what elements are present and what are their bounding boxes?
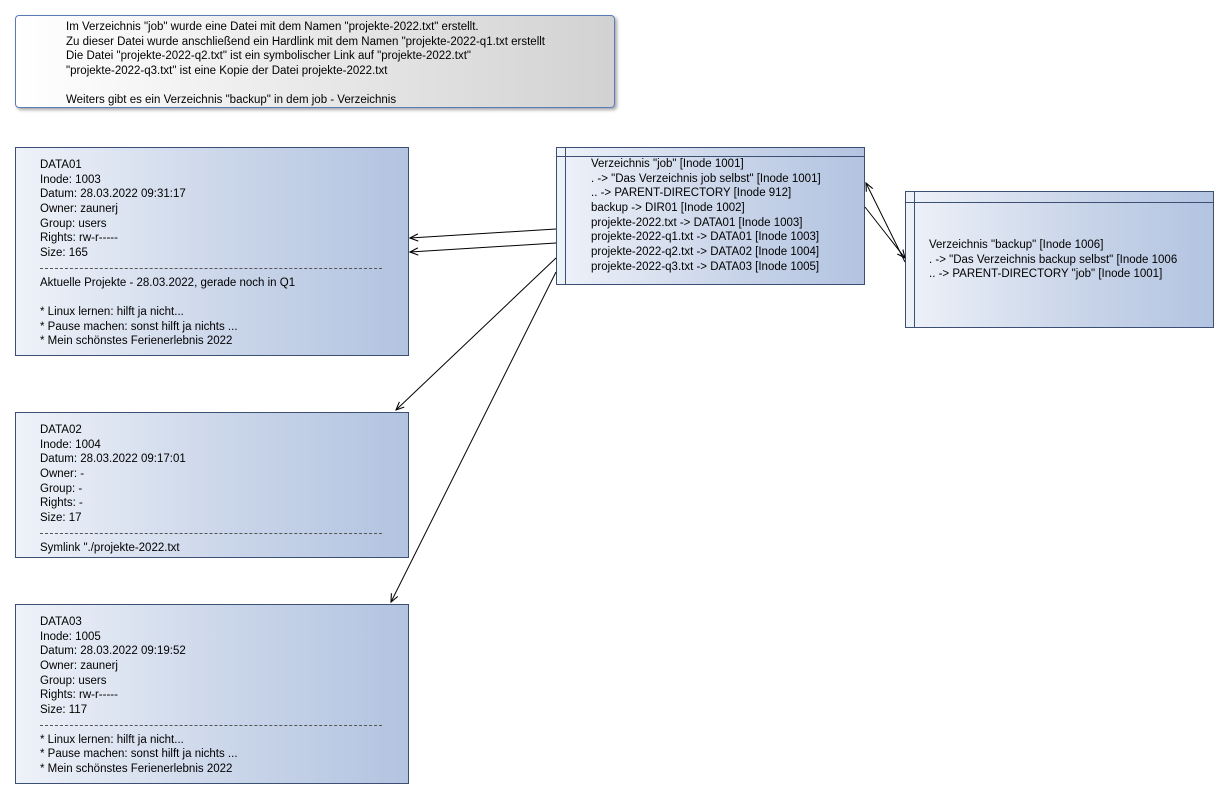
note-line: Im Verzeichnis "job" wurde eine Datei mi…: [66, 21, 479, 33]
date-field: Datum: 28.03.2022 09:19:52: [40, 645, 186, 658]
owner-field: Owner: -: [40, 468, 85, 481]
directory-entry: .. -> PARENT-DIRECTORY "job" [Inode 1001…: [929, 268, 1163, 281]
rights-field: Rights: -: [40, 497, 83, 510]
directory-backup-block[interactable]: Verzeichnis "backup" [Inode 1006] . -> "…: [905, 191, 1214, 328]
note-line: "projekte-2022-q3.txt" ist eine Kopie de…: [66, 65, 388, 78]
content-line: * Pause machen: sonst hilft ja nichts ..…: [40, 748, 238, 761]
group-field: Group: users: [40, 217, 107, 230]
directory-entry: projekte-2022-q1.txt -> DATA01 [Inode 10…: [591, 231, 820, 244]
content-line: Aktuelle Projekte - 28.03.2022, gerade n…: [40, 276, 296, 289]
inode-field: Inode: 1003: [40, 173, 101, 186]
group-field: Group: -: [40, 482, 83, 495]
content-line: Symlink "./projekte-2022.txt: [40, 541, 180, 554]
inode-field: Inode: 1004: [40, 438, 101, 451]
directory-entry: backup -> DIR01 [Inode 1002]: [591, 202, 745, 215]
content-separator: [40, 526, 408, 541]
directory-entry: . -> "Das Verzeichnis job selbst" [Inode…: [591, 172, 821, 185]
parent-link-arrow: [866, 183, 906, 263]
directory-title: Verzeichnis "backup" [Inode 1006]: [929, 239, 1104, 251]
rights-field: Rights: rw-r-----: [40, 689, 118, 702]
description-note: Im Verzeichnis "job" wurde eine Datei mi…: [15, 15, 615, 108]
block-title: DATA01: [40, 159, 82, 171]
content-line: * Linux lernen: hilft ja nicht...: [40, 305, 184, 318]
data03-block[interactable]: DATA03 Inode: 1005 Datum: 28.03.2022 09:…: [15, 604, 409, 784]
size-field: Size: 117: [40, 704, 88, 717]
block-title: DATA02: [40, 424, 82, 436]
date-field: Datum: 28.03.2022 09:31:17: [40, 188, 186, 201]
content-line: * Mein schönstes Ferienerlebnis 2022: [40, 335, 233, 348]
divider: [565, 148, 566, 284]
owner-field: Owner: zaunerj: [40, 203, 118, 216]
group-field: Group: users: [40, 674, 107, 687]
content-separator: [40, 261, 408, 276]
content-separator: [40, 718, 408, 733]
directory-title: Verzeichnis "job" [Inode 1001]: [591, 158, 744, 170]
content-line: * Linux lernen: hilft ja nicht...: [40, 733, 184, 746]
divider: [906, 202, 1213, 203]
size-field: Size: 165: [40, 247, 88, 260]
directory-entry: .. -> PARENT-DIRECTORY [Inode 912]: [591, 187, 792, 200]
inode-field: Inode: 1005: [40, 630, 101, 643]
directory-entry: . -> "Das Verzeichnis backup selbst" [In…: [929, 253, 1178, 266]
directory-entry: projekte-2022-q3.txt -> DATA03 [Inode 10…: [591, 260, 820, 273]
block-title: DATA03: [40, 616, 82, 628]
divider: [557, 156, 864, 157]
content-line: * Mein schönstes Ferienerlebnis 2022: [40, 762, 233, 775]
data02-block[interactable]: DATA02 Inode: 1004 Datum: 28.03.2022 09:…: [15, 412, 409, 558]
link-arrow-q2: [396, 257, 557, 410]
link-arrow-q3: [391, 271, 557, 602]
content-line: * Pause machen: sonst hilft ja nichts ..…: [40, 320, 238, 333]
data01-block[interactable]: DATA01 Inode: 1003 Datum: 28.03.2022 09:…: [15, 147, 409, 356]
note-line: Weiters gibt es ein Verzeichnis "backup"…: [66, 94, 397, 107]
note-line: Die Datei "projekte-2022-q2.txt" ist ein…: [66, 50, 471, 63]
size-field: Size: 17: [40, 512, 82, 525]
directory-entry: projekte-2022.txt -> DATA01 [Inode 1003]: [591, 216, 803, 229]
note-line: Zu dieser Datei wurde anschließend ein H…: [66, 35, 545, 48]
hardlink-arrow-q1: [410, 242, 557, 252]
date-field: Datum: 28.03.2022 09:17:01: [40, 453, 186, 466]
hardlink-arrow-projekte-2022: [410, 228, 557, 238]
owner-field: Owner: zaunerj: [40, 660, 118, 673]
rights-field: Rights: rw-r-----: [40, 232, 118, 245]
divider: [914, 192, 915, 327]
directory-job-block[interactable]: Verzeichnis "job" [Inode 1001] . -> "Das…: [556, 147, 865, 285]
directory-entry: projekte-2022-q2.txt -> DATA02 [Inode 10…: [591, 246, 820, 259]
